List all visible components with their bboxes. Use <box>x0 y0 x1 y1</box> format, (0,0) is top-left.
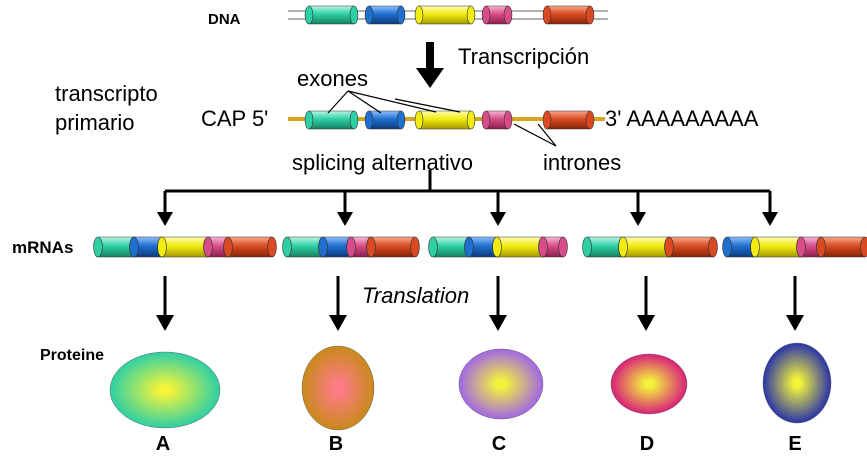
branch-arrow-3 <box>490 191 506 226</box>
protein-label-d: D <box>640 433 654 455</box>
primary-exon3 <box>414 110 476 130</box>
poly-a-label: 3' AAAAAAAAA <box>605 106 759 131</box>
exons-label: exones <box>297 66 368 91</box>
mrnas-label: mRNAs <box>12 238 73 257</box>
protein-label-c: C <box>492 433 506 455</box>
mrna-2-exon5 <box>366 236 420 258</box>
protein-label-b: B <box>329 433 343 455</box>
mrna-isoform-5 <box>722 236 867 258</box>
mrna-isoform-4 <box>582 236 718 258</box>
primary-transcript <box>288 110 605 130</box>
mrna-1-exon5 <box>223 236 277 258</box>
translation-arrow-1 <box>156 276 174 331</box>
mrna-isoforms <box>93 236 867 258</box>
intron-pointer-lines <box>513 123 557 147</box>
translation-arrow-3 <box>489 276 507 331</box>
branch-arrow-1 <box>157 191 173 226</box>
dna-exon3 <box>414 5 476 25</box>
distribution-arrows <box>157 170 778 226</box>
transcription-arrow <box>416 42 444 88</box>
alternative-splicing-label: splicing alternativo <box>292 150 473 175</box>
protein-a: A <box>109 351 221 455</box>
dna-strand <box>288 5 608 25</box>
protein-label-e: E <box>788 433 801 455</box>
dna-exon5 <box>542 5 595 25</box>
primary-transcript-exons <box>304 110 595 130</box>
dna-exon4 <box>481 5 513 25</box>
mrna-5-exon5 <box>816 236 867 258</box>
mrna-4-exon5 <box>664 236 718 258</box>
proteins-label: Proteine <box>40 347 104 364</box>
branch-arrow-4 <box>630 191 646 226</box>
primary-exon1 <box>304 110 359 130</box>
protein-b: B <box>301 345 375 455</box>
mrna-isoform-2 <box>282 236 420 258</box>
mrna-isoform-3 <box>428 236 568 258</box>
primary-exon4 <box>481 110 513 130</box>
mrna-2-exon2 <box>318 236 356 258</box>
protein-c: C <box>458 348 544 455</box>
protein-e: E <box>762 342 832 455</box>
dna-label: DNA <box>208 11 241 28</box>
branch-arrow-2 <box>337 191 353 226</box>
primary-exon2 <box>364 110 406 130</box>
translation-arrows <box>156 276 804 331</box>
mrna-3-exon4 <box>538 236 568 258</box>
protein-d: D <box>610 353 688 455</box>
cap-label: CAP 5' <box>201 106 268 131</box>
exon-pointer-lines <box>327 90 461 114</box>
protein-isoforms: A B C D E <box>109 342 832 455</box>
dna-exon2 <box>364 5 406 25</box>
introns-label: intrones <box>543 150 621 175</box>
primary-transcript-label-line2: primario <box>55 110 134 135</box>
translation-arrow-4 <box>637 276 655 331</box>
mrna-isoform-1 <box>93 236 277 258</box>
branch-arrow-5 <box>762 191 778 226</box>
protein-label-a: A <box>156 433 170 455</box>
primary-exon5 <box>542 110 595 130</box>
translation-label: Translation <box>362 283 469 308</box>
transcription-label: Transcripción <box>458 44 589 69</box>
translation-arrow-5 <box>786 276 804 331</box>
primary-transcript-label-line1: transcripto <box>55 81 158 106</box>
dna-exons <box>304 5 595 25</box>
dna-exon1 <box>304 5 359 25</box>
translation-arrow-2 <box>329 276 347 331</box>
